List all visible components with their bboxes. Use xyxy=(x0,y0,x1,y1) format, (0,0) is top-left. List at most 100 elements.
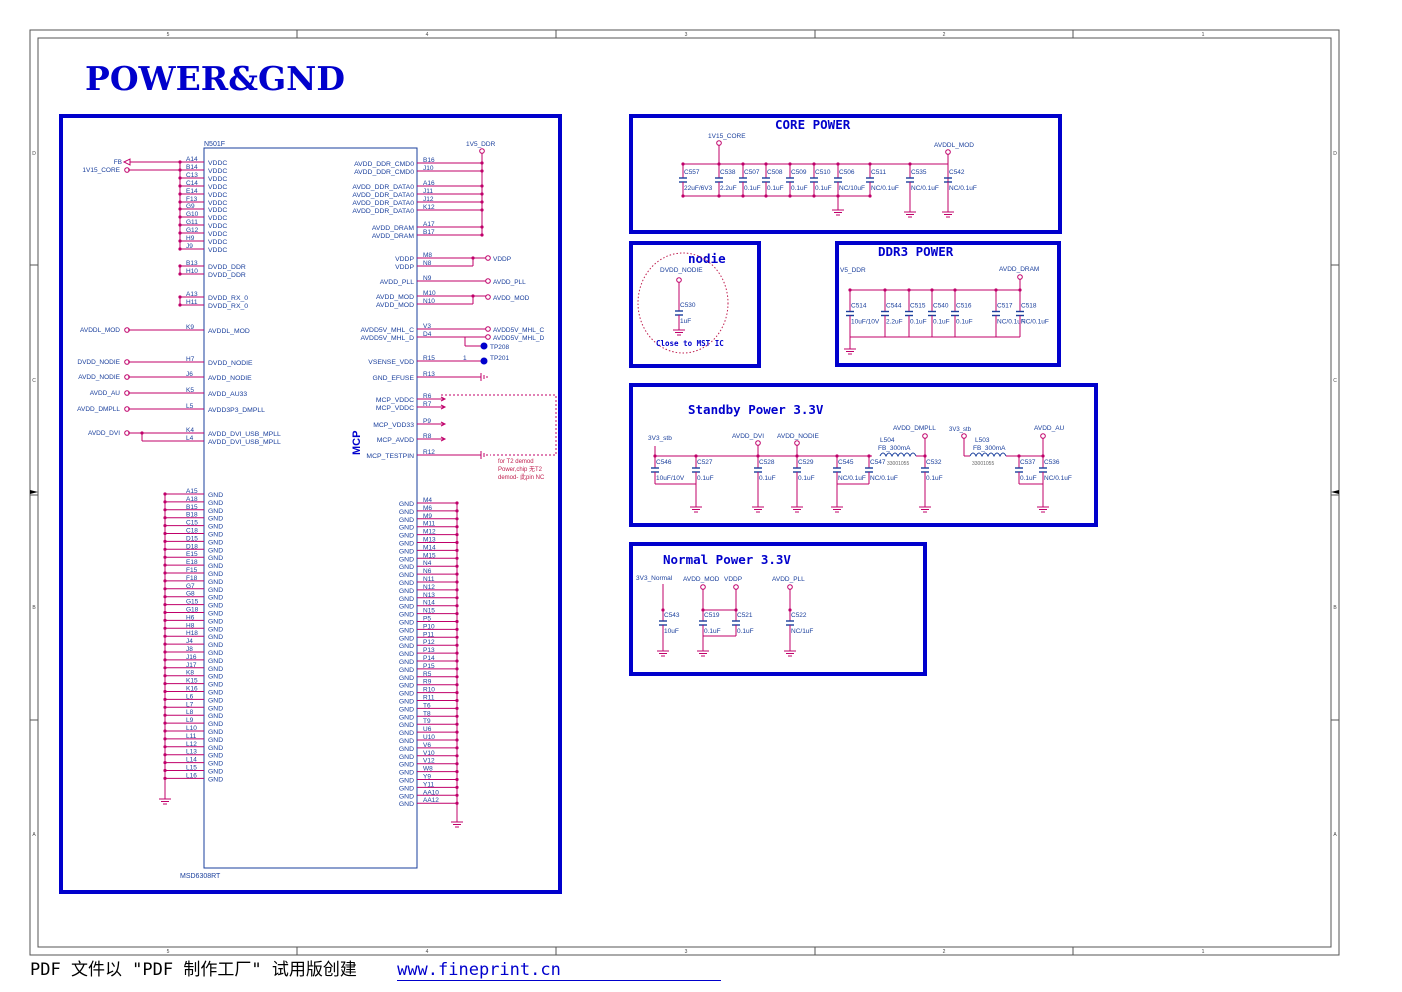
junction-dot xyxy=(480,184,484,188)
pin-number: C13 xyxy=(186,172,198,179)
capacitor-value: 0.1uF xyxy=(791,185,808,192)
junction-dot xyxy=(480,200,484,204)
pin-number: A13 xyxy=(186,291,198,298)
nodie-note: Close to MST IC xyxy=(656,339,724,348)
junction-dot xyxy=(480,233,484,237)
block-border xyxy=(835,241,1061,367)
pin-number: D18 xyxy=(186,543,198,550)
pin-name: MCP_VDDC xyxy=(376,405,414,412)
pin-number: U6 xyxy=(423,726,432,733)
pin-name: AVDDL_MOD xyxy=(208,328,250,335)
net-port-icon xyxy=(1017,274,1023,280)
capacitor-ref: C519 xyxy=(704,612,720,619)
mcp-note: for T2 demod xyxy=(498,459,534,465)
capacitor-value: 22uF/6V3 xyxy=(684,185,713,192)
pin-name: GND xyxy=(208,611,223,618)
capacitor-ref: C527 xyxy=(697,459,713,466)
pin-number: J12 xyxy=(423,196,434,203)
pin-name: GND xyxy=(208,587,223,594)
pin-number: H8 xyxy=(186,622,195,629)
capacitor-value: 0.1uF xyxy=(815,185,832,192)
pin-number: V3 xyxy=(423,323,431,330)
pin-number: L13 xyxy=(186,749,197,756)
zone-label: B xyxy=(32,605,36,611)
capacitor-ref: C510 xyxy=(815,169,831,176)
net-name: AVDD_DVI xyxy=(88,430,120,437)
pin-name: GND xyxy=(208,524,223,531)
pin-name: AVDD_DDR_CMD0 xyxy=(354,161,414,168)
junction-dot xyxy=(178,239,182,243)
capacitor-value: NC/0.1uF xyxy=(997,319,1025,326)
pin-name: GND xyxy=(399,691,414,698)
pin-number: N4 xyxy=(423,560,432,567)
pin-number: G12 xyxy=(186,227,199,234)
pin-name: AVDD_PLL xyxy=(380,279,414,286)
net-port-icon xyxy=(787,584,793,590)
pin-number: Y9 xyxy=(423,774,431,781)
capacitor-value: 2.2uF xyxy=(720,185,737,192)
pin-number: E14 xyxy=(186,188,198,195)
net-name: 1V15_CORE xyxy=(708,133,746,140)
capacitor-value: NC/0.1uF xyxy=(1044,475,1072,482)
pin-number: L16 xyxy=(186,772,197,779)
pin-number: D15 xyxy=(186,535,198,542)
pin-name: GND xyxy=(208,650,223,657)
pin-name: GND xyxy=(208,745,223,752)
pin-number: G15 xyxy=(186,599,199,606)
junction-dot xyxy=(717,194,721,198)
pin-number: H6 xyxy=(186,614,195,621)
pin-number: M9 xyxy=(423,513,432,520)
pin-number: N13 xyxy=(423,592,435,599)
pin-name: GND xyxy=(208,547,223,554)
pin-number: R10 xyxy=(423,687,435,694)
pin-name: GND xyxy=(399,651,414,658)
block-border xyxy=(629,241,761,368)
net-name: AVDD_DMPLL xyxy=(893,425,936,432)
net-name: AVDD_MOD xyxy=(683,576,720,583)
pin-name: AVDD_DRAM xyxy=(372,233,415,240)
footer: PDF 文件以 "PDF 制作工厂" 试用版创建 www.fineprint.c… xyxy=(30,955,721,981)
pin-name: VDDP xyxy=(395,264,414,271)
pin-name: GND xyxy=(208,555,223,562)
capacitor-ref: C506 xyxy=(839,169,855,176)
pin-number: J17 xyxy=(186,662,197,669)
zone-label: 3 xyxy=(685,949,688,955)
pin-number: H18 xyxy=(186,630,198,637)
capacitor-value: NC/0.1uF xyxy=(838,475,866,482)
capacitor-ref: C542 xyxy=(949,169,965,176)
capacitor-ref: C507 xyxy=(744,169,760,176)
pin-name: VDDC xyxy=(208,192,227,199)
pin-number: L6 xyxy=(186,693,194,700)
pin-name: VSENSE_VDD xyxy=(368,359,414,366)
capacitor-value: NC/0.1uF xyxy=(870,475,898,482)
pin-name: MCP_VDDC xyxy=(376,397,414,404)
junction-dot xyxy=(178,207,182,211)
junction-dot xyxy=(178,215,182,219)
capacitor-ref: C557 xyxy=(684,169,700,176)
pin-name: GND xyxy=(399,667,414,674)
capacitor-value: 0.1uF xyxy=(956,319,973,326)
pin-name: GND xyxy=(399,643,414,650)
pin-number: B14 xyxy=(186,164,198,171)
pin-name: VDDC xyxy=(208,215,227,222)
pin-number: M6 xyxy=(423,505,432,512)
pin-name: AVDD_DDR_DATA0 xyxy=(352,200,414,207)
pin-name: VDDC xyxy=(208,176,227,183)
capacitor-value: 0.1uF xyxy=(737,628,754,635)
footer-link[interactable]: www.fineprint.cn xyxy=(397,960,721,981)
normal-power-title: Normal Power 3.3V xyxy=(663,552,791,567)
pin-name: GND xyxy=(399,793,414,800)
capacitor-value: 10uF/10V xyxy=(851,319,880,326)
capacitor-value: NC/10uF xyxy=(839,185,865,192)
pin-number: R13 xyxy=(423,371,435,378)
pin-number: AA12 xyxy=(423,797,439,804)
pin-name: GND xyxy=(399,778,414,785)
inductor-ref: L504 xyxy=(880,437,895,444)
pin-name: GND_EFUSE xyxy=(372,375,414,382)
testpoint-icon xyxy=(480,357,488,365)
pin-name: GND xyxy=(208,705,223,712)
pin-name: DVDD_NODIE xyxy=(208,360,253,367)
ic-block-label: MCP xyxy=(351,431,363,455)
